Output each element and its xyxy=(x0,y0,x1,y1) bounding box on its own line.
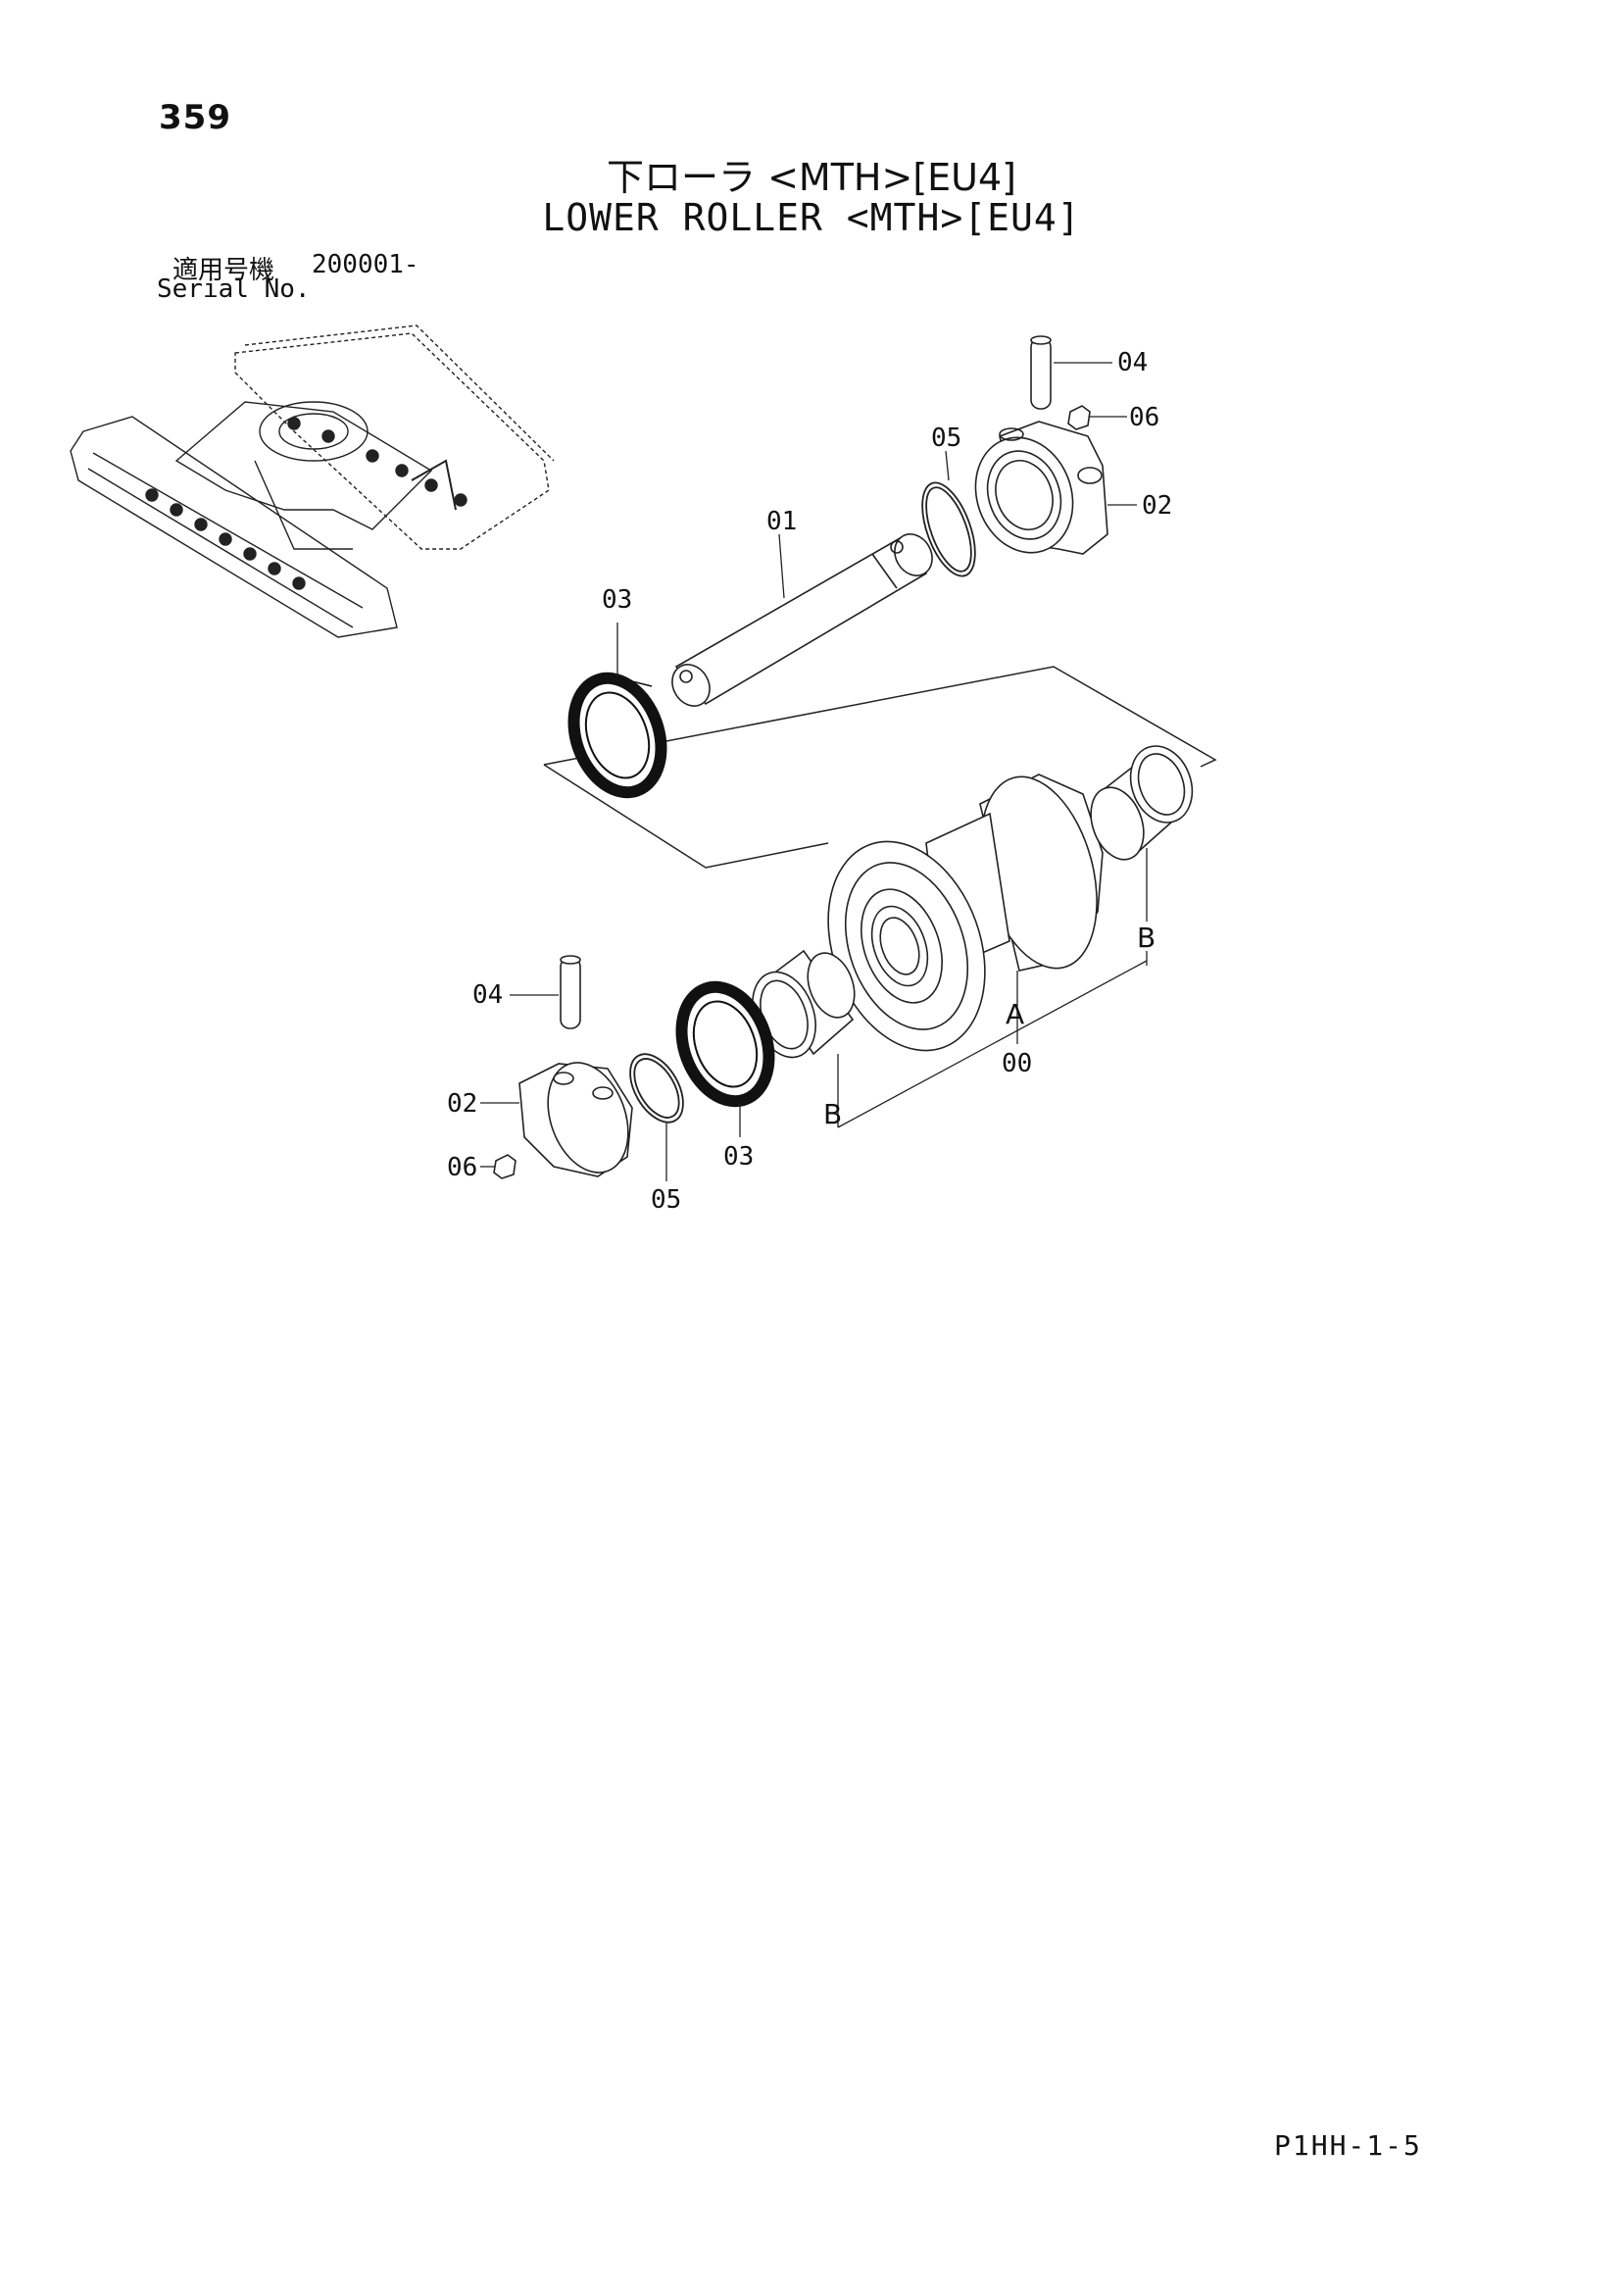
page-title-japanese: 下ローラ <MTH>[EU4] xyxy=(607,156,1016,199)
seal-part-03-top xyxy=(567,672,667,799)
callout-04-bottom: 04 xyxy=(472,980,503,1010)
plug-part-06-top xyxy=(1067,405,1091,430)
callout-05-top: 05 xyxy=(931,424,961,453)
serial-label-japanese: 適用号機 xyxy=(172,256,275,285)
shaft-part-01 xyxy=(671,533,933,707)
assembly-frame-lines xyxy=(543,666,1217,869)
callout-00: 00 xyxy=(1002,1049,1032,1078)
callout-labels: 04 06 05 02 01 03 B A 00 04 02 06 05 03 … xyxy=(447,348,1172,1215)
pin-part-04-bottom xyxy=(560,955,581,1029)
pin-part-04-top xyxy=(1030,335,1052,410)
page-title-english: LOWER ROLLER <MTH>[EU4] xyxy=(542,196,1081,239)
serial-number-value: 200001- xyxy=(312,250,419,279)
seal-part-03-bottom xyxy=(675,980,775,1108)
callout-05-bottom: 05 xyxy=(651,1185,681,1215)
callout-b-right: B xyxy=(1137,922,1156,954)
collar-part-02-bottom xyxy=(518,1062,633,1177)
leader-lines xyxy=(480,362,1148,1181)
callout-04-top: 04 xyxy=(1117,348,1148,377)
callout-03-top: 03 xyxy=(602,585,632,615)
callout-01: 01 xyxy=(766,507,797,536)
page-number: 359 xyxy=(159,98,231,137)
callout-06-bottom: 06 xyxy=(447,1153,477,1182)
callout-a: A xyxy=(1006,998,1024,1030)
o-ring-part-05-bottom xyxy=(629,1053,684,1123)
callout-02-bottom: 02 xyxy=(447,1089,477,1119)
callout-06-top: 06 xyxy=(1129,403,1159,432)
document-code: P1HH-1-5 xyxy=(1274,2129,1422,2162)
collar-part-02-top xyxy=(974,421,1108,555)
plug-part-06-bottom xyxy=(493,1154,516,1179)
undercarriage-thumbnail xyxy=(70,324,555,638)
callout-03-bottom: 03 xyxy=(723,1142,754,1172)
o-ring-part-05-top xyxy=(921,481,976,577)
bushing-b-right xyxy=(1090,745,1194,861)
callout-02-top: 02 xyxy=(1142,491,1172,521)
roller-body-part-00 xyxy=(827,774,1104,1052)
serial-label-english: Serial No. xyxy=(157,275,311,304)
callout-b-left: B xyxy=(823,1098,842,1130)
